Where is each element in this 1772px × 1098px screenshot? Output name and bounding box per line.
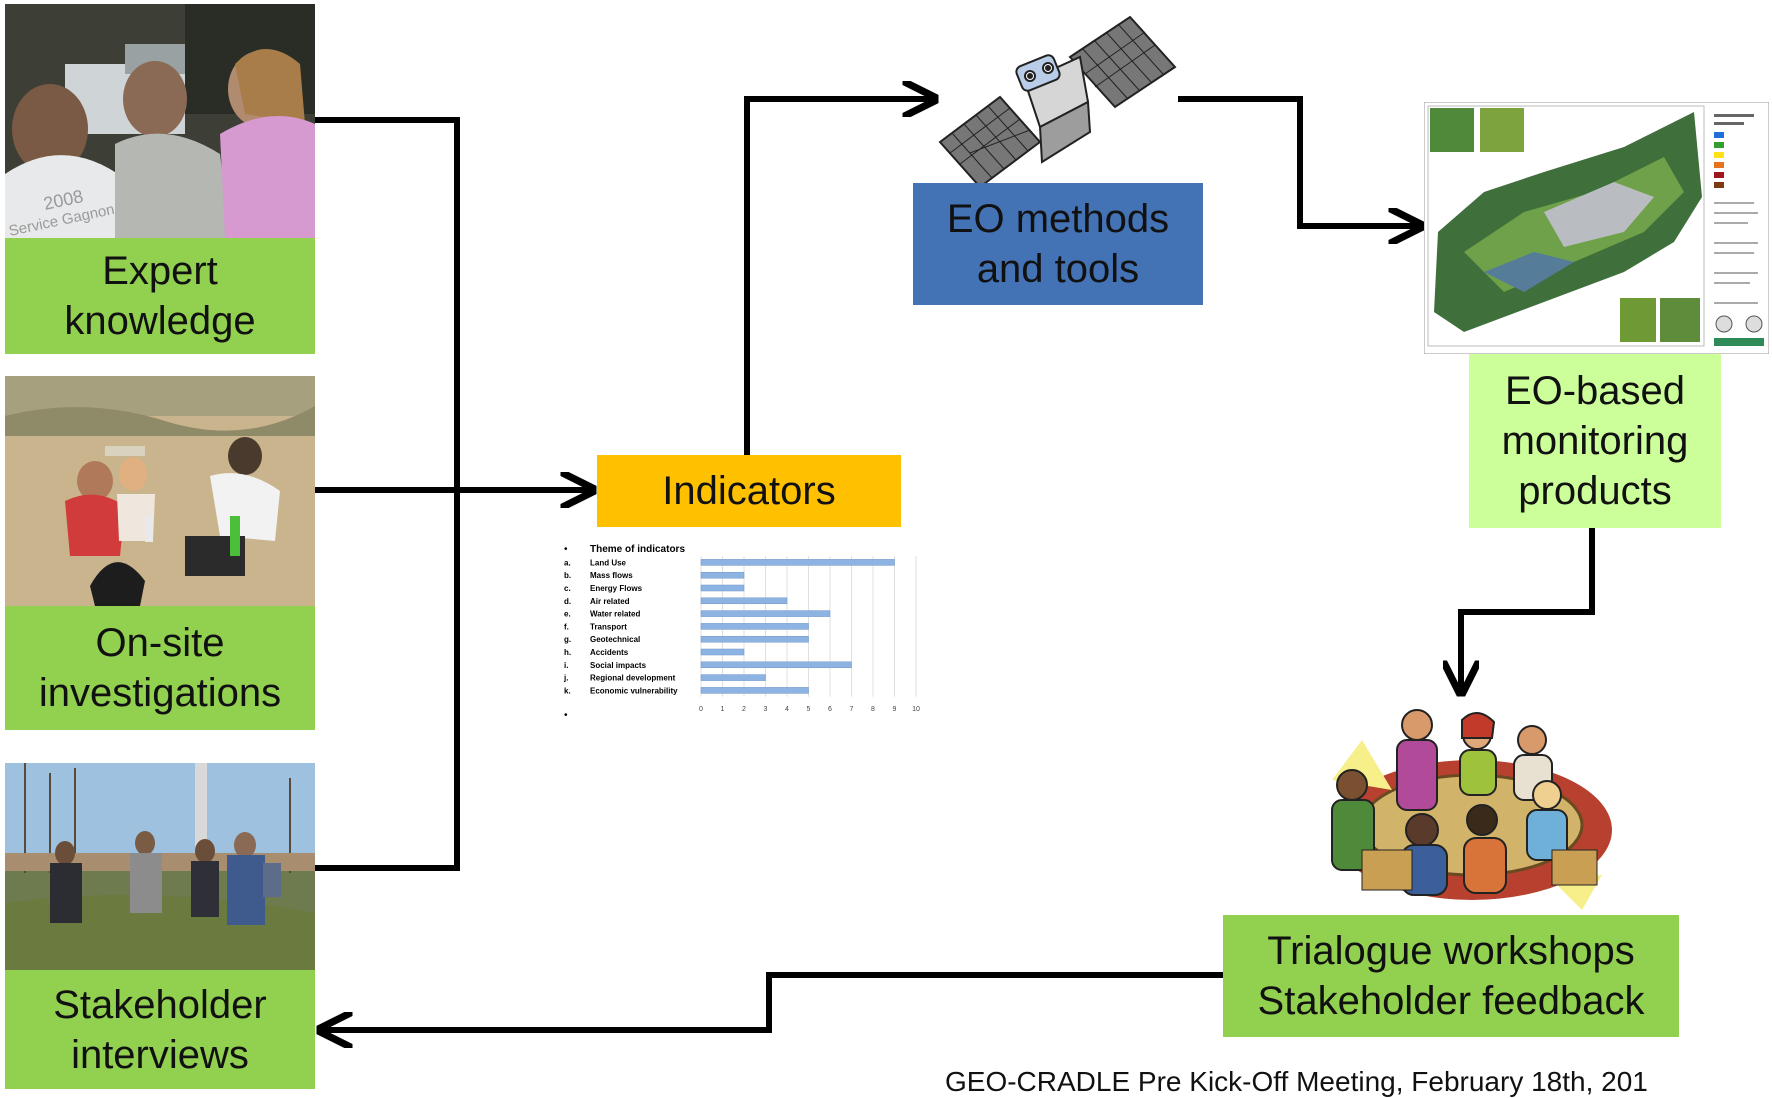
chart-bar (700, 635, 809, 643)
products-to-trialogue-arrow (1461, 528, 1595, 693)
chart-bar (700, 610, 831, 617)
chart-grid (700, 556, 917, 697)
chart-bar (700, 687, 809, 694)
eo-methods-label: EO methods and tools (913, 183, 1203, 305)
chart-category-letter: f. (564, 622, 569, 631)
eo-methods-to-products-arrow (1178, 96, 1421, 226)
chart-category-letter: k. (564, 686, 571, 695)
chart-tick-label: 9 (893, 706, 897, 713)
indicators-to-eo-methods-arrow (744, 99, 935, 455)
chart-category-letter: d. (564, 597, 571, 606)
chart-tick-label: 4 (785, 706, 789, 713)
workshop-illustration (1331, 709, 1612, 910)
chart-category-label: Land Use (590, 558, 627, 567)
chart-category-label: Economic vulnerability (590, 686, 678, 695)
chart-tick-label: 5 (807, 706, 811, 713)
chart-bar (700, 661, 852, 669)
chart-category-letter: a. (564, 558, 571, 567)
stakeholder-photo (5, 763, 315, 970)
chart-bar (700, 571, 745, 579)
indicators-label: Indicators (597, 455, 901, 527)
chart-bar (700, 584, 745, 592)
chart-tick-label: 1 (721, 706, 725, 713)
chart-tick-label: 10 (912, 706, 920, 713)
chart-bar (700, 597, 788, 605)
eo-map-product (1423, 101, 1770, 355)
trialogue-to-stakeholder-arrow (320, 972, 1223, 1030)
expert-knowledge-label: Expert knowledge (5, 238, 315, 354)
chart-category-label: Social impacts (590, 661, 647, 670)
chart-category-label: Energy Flows (590, 584, 643, 593)
indicators-chart: a. Land Use b. Mass flows c. Energy Flows d. Ai… (563, 544, 920, 720)
chart-bar (700, 623, 809, 630)
chart-tick-label: 8 (871, 706, 875, 713)
chart-category-label: Regional development (590, 674, 676, 683)
chart-category-label: Air related (590, 597, 630, 606)
chart-category-letter: b. (564, 571, 571, 580)
chart-tick-label: 2 (742, 706, 746, 713)
footer-text: GEO-CRADLE Pre Kick-Off Meeting, Februar… (945, 1066, 1648, 1097)
chart-labels: a. Land Use b. Mass flows c. Energy Flows d. Ai… (563, 558, 678, 695)
chart-bullet: • (564, 544, 568, 555)
chart-tick-label: 0 (699, 706, 703, 713)
chart-trailing-bullet: • (564, 710, 568, 720)
expert-photo: 2008 Service Gagnon (5, 4, 315, 238)
chart-category-letter: c. (564, 584, 571, 593)
chart-tick-label: 6 (828, 706, 832, 713)
onsite-photo (5, 376, 315, 606)
chart-bar (700, 559, 895, 566)
expert-connector (315, 117, 460, 871)
chart-ticks: 0 1 2 3 4 5 6 7 8 9 10 (699, 706, 920, 713)
chart-category-letter: e. (564, 610, 571, 619)
chart-category-label: Transport (590, 622, 627, 631)
chart-category-label: Geotechnical (590, 635, 640, 644)
eo-products-label: EO-based monitoring products (1469, 354, 1721, 528)
chart-category-label: Water related (590, 610, 641, 619)
chart-category-letter: h. (564, 648, 571, 657)
chart-tick-label: 7 (850, 706, 854, 713)
chart-tick-label: 3 (764, 706, 768, 713)
chart-category-label: Mass flows (590, 571, 633, 580)
chart-bar (700, 648, 745, 656)
chart-category-letter: g. (564, 635, 571, 644)
chart-title: Theme of indicators (590, 544, 685, 555)
trialogue-label: Trialogue workshops Stakeholder feedback (1223, 915, 1679, 1037)
chart-category-label: Accidents (590, 648, 629, 657)
chart-category-letter: j. (563, 674, 568, 683)
onsite-investigations-label: On-site investigations (5, 606, 315, 730)
chart-category-letter: i. (564, 661, 568, 670)
chart-bar (700, 674, 766, 681)
chart-bars (700, 559, 895, 694)
stakeholder-interviews-label: Stakeholder interviews (5, 970, 315, 1089)
satellite-icon (938, 15, 1177, 187)
